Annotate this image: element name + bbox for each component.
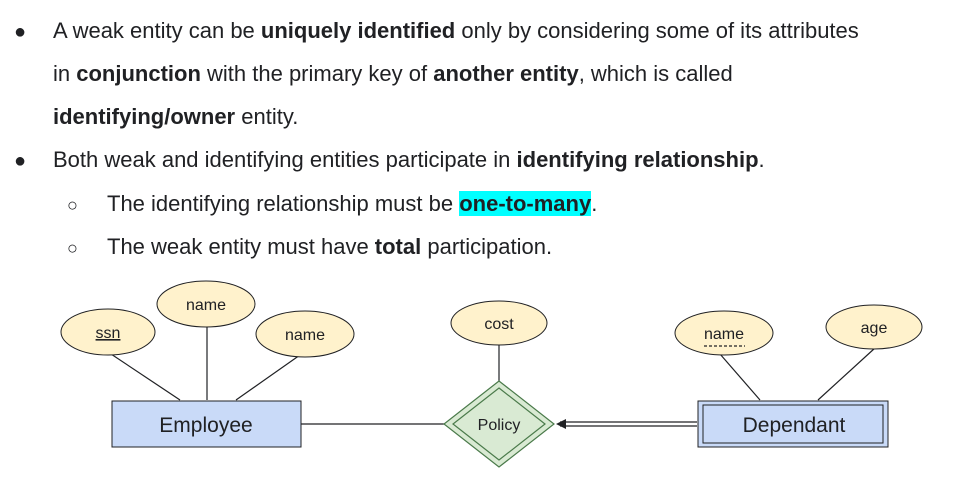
attribute-age: [825, 304, 923, 350]
attribute-cost: [450, 300, 548, 346]
sub-bullet-2-line: The weak entity must have total particip…: [107, 234, 553, 259]
sub-bullet-marker: ○: [67, 238, 78, 258]
attribute-age-label: age: [861, 320, 888, 337]
bullet-marker: ●: [14, 21, 27, 43]
entity-dependant-label: Dependant: [743, 414, 846, 437]
attribute-name: [156, 280, 256, 328]
relationship-policy-label: Policy: [478, 417, 521, 434]
attribute-partial-key-label: name: [704, 326, 744, 343]
sub-bullet-1-line: The identifying relationship must be one…: [107, 191, 598, 216]
connector-name-dependant: [719, 353, 761, 401]
bullet-2-line: Both weak and identifying entities parti…: [53, 147, 765, 172]
bullet-1-line-3: identifying/owner entity.: [53, 104, 299, 129]
attribute-cost-label: cost: [484, 316, 514, 333]
arrow-head-icon: [556, 419, 566, 429]
weak-entity-dependant: [697, 400, 889, 448]
attribute-name-label: name: [186, 297, 226, 314]
connector-age-dependant: [817, 347, 876, 401]
attribute-ssn: [60, 308, 156, 356]
attribute-ssn-label: ssn: [96, 325, 121, 342]
connector-ssn-employee: [107, 351, 181, 401]
entity-employee-label: Employee: [159, 414, 252, 437]
bullet-marker: ●: [14, 150, 27, 172]
relationship-inner-border: [452, 387, 546, 461]
attribute-name-2-label: name: [285, 327, 325, 344]
bullet-1-line-2: in conjunction with the primary key of a…: [53, 61, 733, 86]
entity-employee: [111, 400, 302, 448]
weak-entity-inner-border: [702, 404, 884, 444]
relationship-policy: [443, 380, 555, 468]
attribute-name-2: [255, 310, 355, 358]
sub-bullet-marker: ○: [67, 195, 78, 215]
attribute-partial-key-name: [674, 310, 774, 356]
bullet-1-line-1: A weak entity can be uniquely identified…: [53, 18, 859, 43]
connector-lines: [107, 327, 876, 427]
connector-name2-employee: [235, 354, 301, 401]
